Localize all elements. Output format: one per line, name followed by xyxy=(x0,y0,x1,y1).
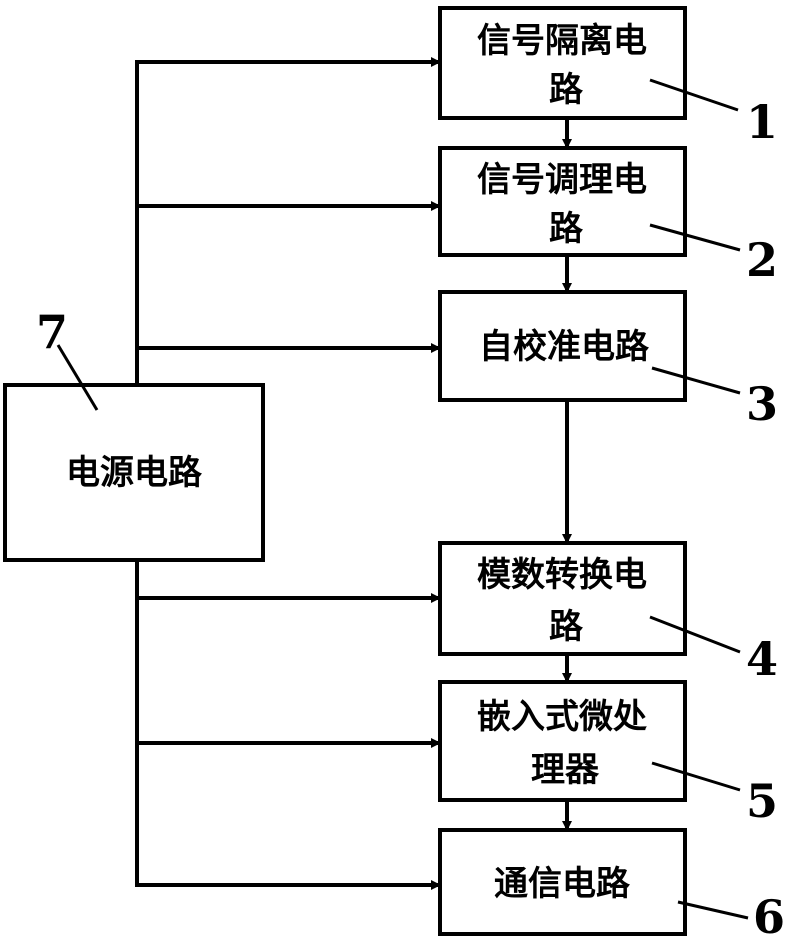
block-5-label-line2: 理器 xyxy=(531,750,600,790)
power-supply-box xyxy=(3,383,265,562)
leader-4 xyxy=(649,615,741,654)
leader-1 xyxy=(649,78,739,112)
leader-5 xyxy=(651,761,741,792)
block-1-label-line2: 路 xyxy=(549,70,584,110)
block-2-label-line2: 路 xyxy=(549,209,584,249)
callout-2: 2 xyxy=(746,233,778,287)
callout-7: 7 xyxy=(36,305,68,359)
block-4-box xyxy=(438,541,687,656)
leader-7 xyxy=(56,344,99,411)
block-3-label: 自校准电路 xyxy=(479,327,650,367)
block-1-label-line1: 信号隔离电 xyxy=(477,21,647,61)
callout-3: 3 xyxy=(746,377,778,431)
callout-1: 1 xyxy=(746,95,778,149)
leader-3 xyxy=(651,366,741,395)
block-2-box xyxy=(438,146,687,257)
callout-4: 4 xyxy=(746,632,778,686)
block-5-label-line1: 嵌入式微处 xyxy=(477,697,647,737)
block-6-label: 通信电路 xyxy=(494,864,631,904)
block-3-box xyxy=(438,290,687,402)
leader-6 xyxy=(677,900,749,920)
block-2-label-line1: 信号调理电 xyxy=(477,160,647,200)
block-5-box xyxy=(438,680,687,802)
callout-6: 6 xyxy=(753,890,785,942)
power-supply-label: 电源电路 xyxy=(66,453,203,493)
block-1-box xyxy=(438,6,687,120)
block-6-box xyxy=(438,828,687,936)
block-4-label-line1: 模数转换电 xyxy=(477,555,647,595)
block-4-label-line2: 路 xyxy=(549,607,584,647)
leader-2 xyxy=(649,223,741,252)
callout-5: 5 xyxy=(746,774,778,828)
